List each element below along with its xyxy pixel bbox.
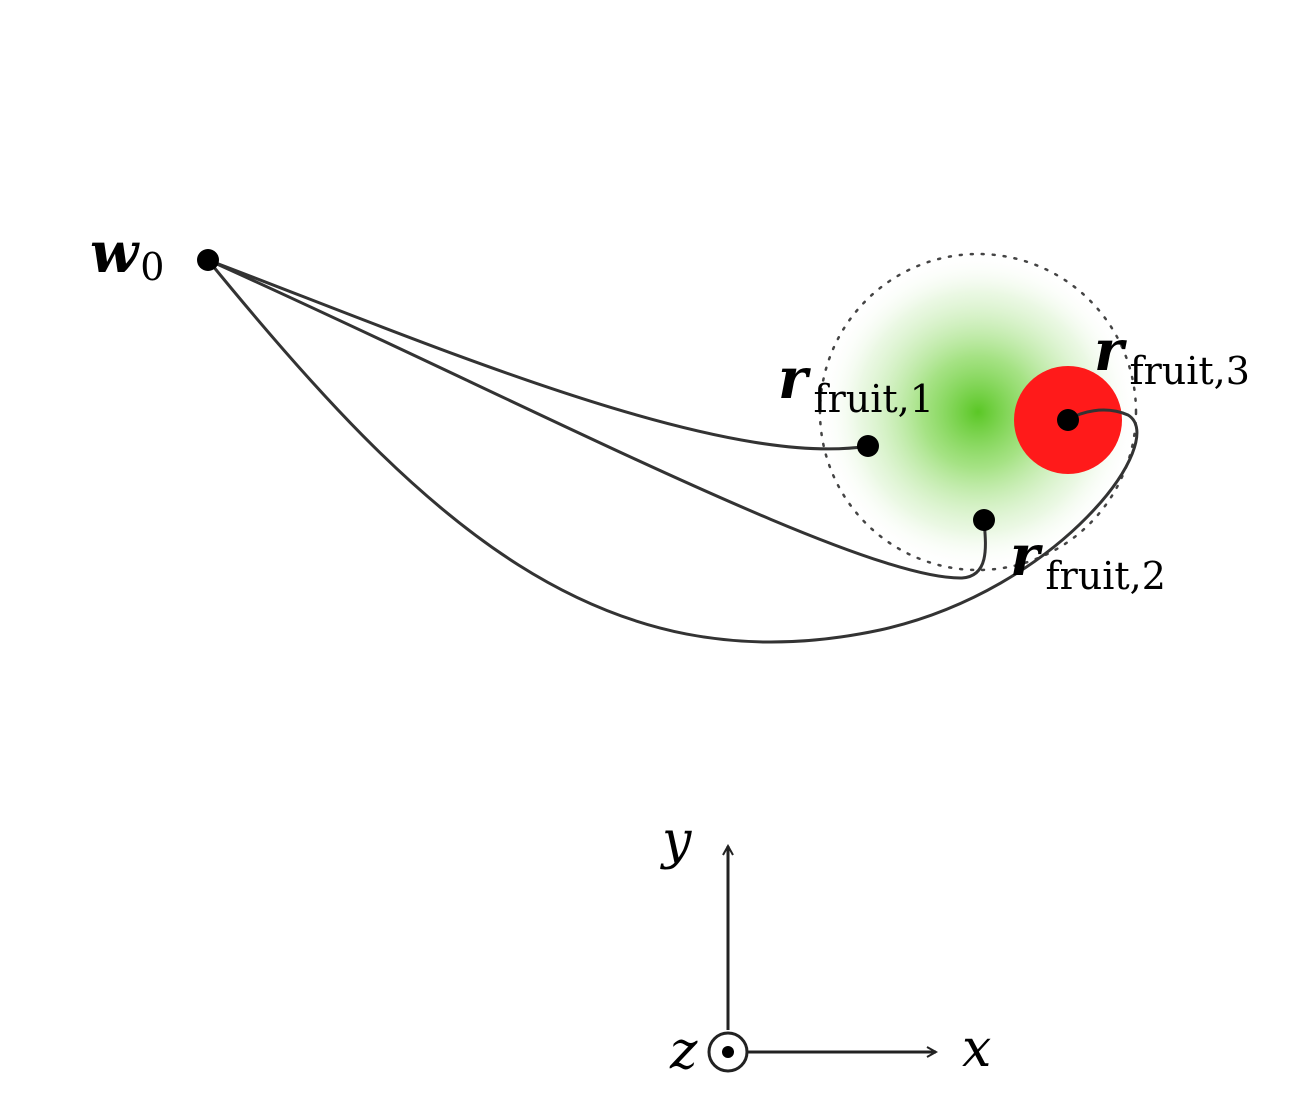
target-region-boundary xyxy=(818,252,1138,572)
fruit-1-point-marker xyxy=(857,435,879,457)
trajectory-to-fruit-1 xyxy=(207,258,869,451)
z-axis-label: z xyxy=(669,1021,698,1081)
origin-point-label: w0 xyxy=(90,220,164,289)
fruit-3-point-marker xyxy=(1057,409,1079,431)
z-axis-out-of-page-circle xyxy=(707,1031,749,1073)
target-region-glow xyxy=(818,252,1138,572)
z-axis-out-of-page-dot xyxy=(722,1046,734,1058)
origin-point-marker xyxy=(197,249,219,271)
x-axis-label: x xyxy=(962,1019,991,1079)
y-axis-label: y xyxy=(660,811,692,871)
trajectory-to-fruit-3 xyxy=(206,259,1139,644)
trajectory-to-fruit-2 xyxy=(207,258,987,580)
fruit-2-point-marker xyxy=(973,509,995,531)
